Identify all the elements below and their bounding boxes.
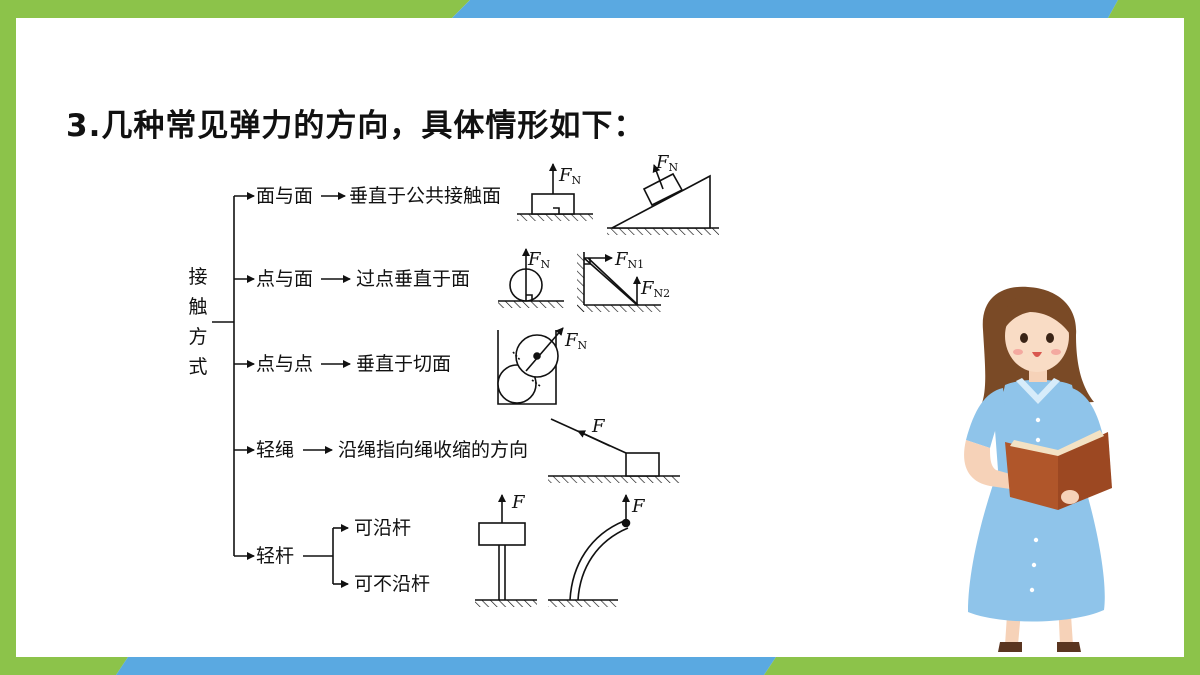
branch-label-light-rope: 轻绳: [256, 439, 295, 461]
diagram-curved-rod: [548, 494, 631, 607]
rod-option-along: 可沿杆: [354, 517, 412, 539]
force-label-fn2: FN2: [641, 278, 671, 301]
root-label: 接触方式: [188, 266, 208, 378]
rod-option-not-along: 可不沿杆: [354, 573, 431, 595]
force-label-fn-4: FN: [565, 330, 588, 353]
force-label-fn1: FN1: [615, 249, 645, 272]
frame-top-green-right: [1108, 0, 1200, 18]
teacher-book: [1005, 442, 1058, 510]
teacher-right-sleeve: [1070, 388, 1104, 446]
diagram-block-on-ground: [517, 163, 593, 221]
force-label-fn-2: FN: [656, 152, 679, 175]
teacher-collar: [1016, 378, 1060, 404]
frame-left: [0, 0, 16, 675]
force-label-fn-1: FN: [559, 165, 582, 188]
force-label-f-rope: F: [592, 416, 605, 437]
frame-bottom-green-right: [764, 657, 1200, 675]
page-title: 3.几种常见弹力的方向，具体情形如下：: [66, 108, 646, 144]
teacher-mouth: [1032, 352, 1042, 357]
teacher-buttons: [1029, 417, 1041, 593]
frame-right: [1184, 0, 1200, 675]
diagram-ball-on-ground: [498, 248, 564, 308]
teacher-left-eye: [1020, 333, 1028, 343]
branch-label-point-surface: 点与面: [256, 268, 314, 290]
force-label-f-curved-rod: F: [632, 496, 645, 517]
diagram-balls-in-container: [497, 327, 564, 405]
force-label-fn-3: FN: [528, 249, 551, 272]
teacher-left-sleeve: [966, 388, 1005, 448]
direction-label-surface-surface: 垂直于公共接触面: [349, 185, 502, 207]
frame-bottom-green: [0, 657, 128, 675]
direction-label-light-rope: 沿绳指向绳收缩的方向: [338, 439, 529, 461]
diagram-straight-rod: [475, 494, 537, 607]
branch-label-point-point: 点与点: [256, 353, 314, 375]
branch-label-light-rod: 轻杆: [256, 545, 295, 567]
teacher-cheek-left: [1013, 349, 1023, 355]
direction-label-point-point: 垂直于切面: [356, 353, 452, 375]
teacher-shoes: [998, 642, 1081, 652]
diagram-block-on-incline: [607, 164, 719, 235]
diagram-rod-in-corner: [577, 252, 661, 312]
branch-label-surface-surface: 面与面: [256, 185, 314, 207]
diagram-rope-pull: [548, 418, 680, 483]
frame-top-green: [0, 0, 470, 18]
direction-label-point-surface: 过点垂直于面: [356, 268, 471, 290]
teacher-hair-front: [1003, 293, 1071, 334]
frame-bottom-blue: [116, 657, 776, 675]
teacher-right-hand: [1061, 490, 1079, 504]
teacher-right-eye: [1046, 333, 1054, 343]
teacher-cheek-right: [1051, 349, 1061, 355]
teacher-book-pages: [1010, 430, 1104, 456]
force-label-f-rod: F: [512, 492, 525, 513]
frame-top-blue: [452, 0, 1118, 18]
